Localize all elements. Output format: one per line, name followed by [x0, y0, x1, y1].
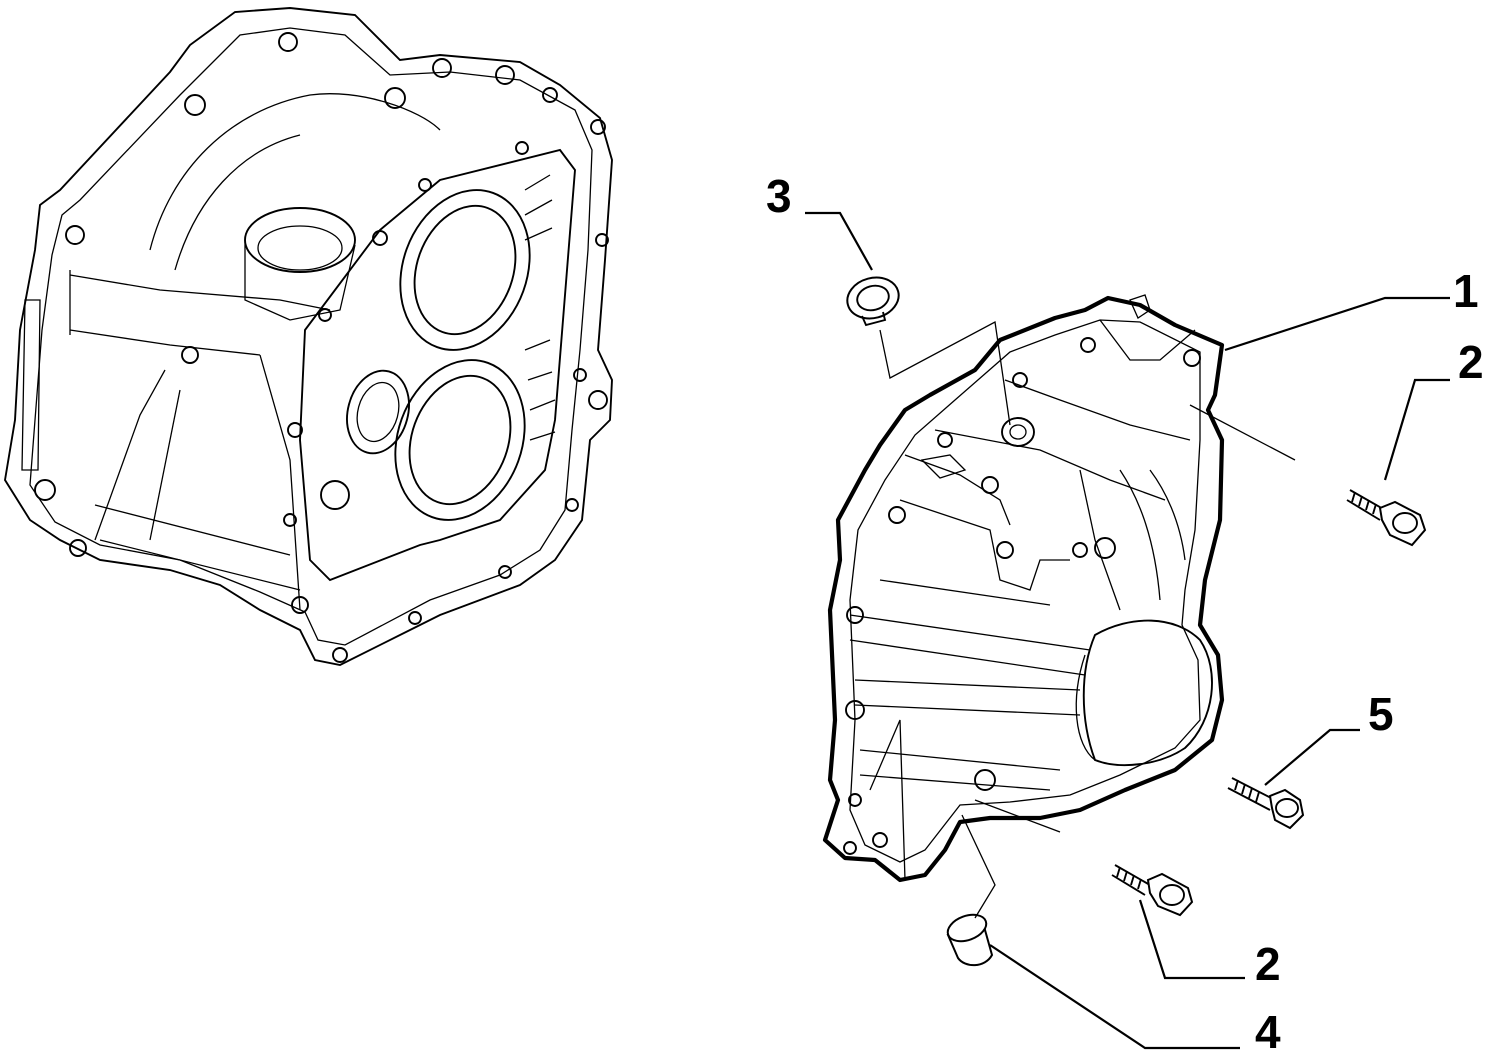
- callout-labels: 1 2 2 3 4 5: [766, 170, 1484, 1050]
- leader-2a: [1383, 378, 1450, 481]
- leader-lines: [805, 211, 1450, 1050]
- leader-4: [989, 944, 1240, 1050]
- callout-2-upper: 2: [1458, 336, 1484, 388]
- leader-3-ext: [879, 320, 1011, 426]
- transmission-cover: [822, 294, 1296, 883]
- part-3-plug: [846, 276, 900, 327]
- callout-2-lower: 2: [1255, 938, 1281, 990]
- part-2-bolt-lower: [1111, 864, 1194, 917]
- cover-holes: [843, 337, 1201, 855]
- leader-2b: [1138, 899, 1245, 980]
- callout-1: 1: [1453, 265, 1479, 317]
- gearbox-housing: [4, 7, 613, 666]
- leader-5: [1264, 728, 1360, 786]
- callout-5: 5: [1368, 688, 1394, 740]
- part-2-bolt-upper: [1346, 489, 1427, 547]
- part-5-bolt: [1227, 777, 1305, 830]
- part-4-bushing: [946, 913, 994, 967]
- callout-3: 3: [766, 170, 792, 222]
- housing-bolt-holes: [34, 32, 609, 663]
- leader-1: [1224, 296, 1450, 352]
- leader-4-ext: [961, 814, 996, 919]
- leader-3: [805, 211, 873, 271]
- callout-4: 4: [1255, 1006, 1281, 1050]
